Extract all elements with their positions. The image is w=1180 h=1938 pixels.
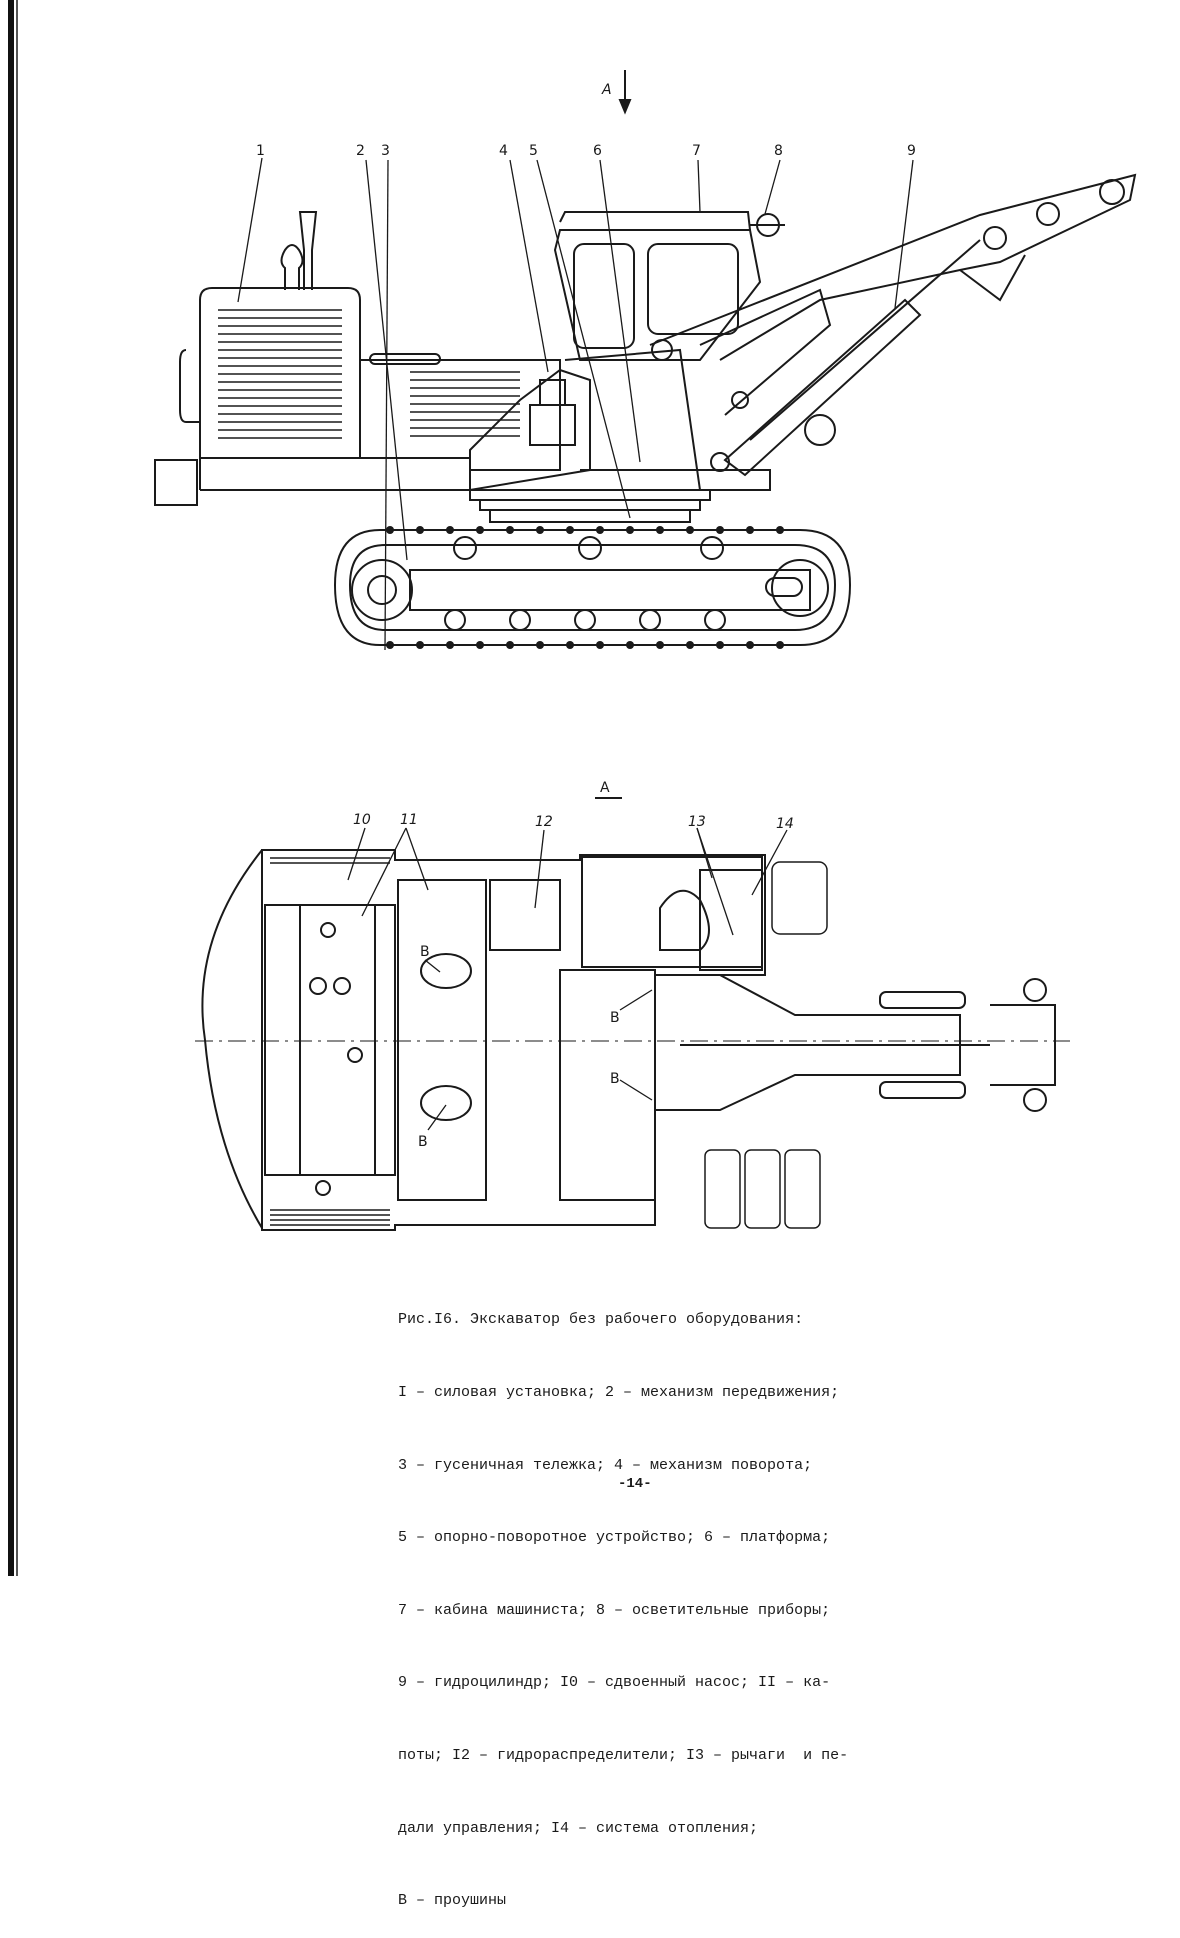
caption-line: дали управления; I4 – система отопления; (398, 1819, 759, 1837)
eyelet-label: В (420, 944, 430, 960)
eyelet-label: В (610, 1010, 620, 1026)
eyelet-label: В (418, 1134, 428, 1150)
callout-10: 10 (353, 812, 371, 828)
view-arrow-a (618, 70, 632, 115)
caption-line: поты; I2 – гидрораспределители; I3 – рыч… (398, 1747, 849, 1765)
callout-9: 9 (907, 143, 916, 159)
caption-line: Рис.I6. Экскаватор без рабочего оборудов… (398, 1311, 804, 1329)
plan-view-drawing (195, 797, 1070, 1231)
eyelet-label: В (610, 1071, 620, 1087)
callout-14: 14 (776, 816, 794, 832)
figure-caption: Рис.I6. Экскаватор без рабочего оборудов… (398, 1260, 918, 1938)
callout-6: 6 (593, 143, 602, 159)
callout-5: 5 (529, 143, 538, 159)
callout-3: 3 (381, 143, 390, 159)
caption-line: I – силовая установка; 2 – механизм пере… (398, 1384, 840, 1402)
side-view-drawing (154, 157, 1137, 651)
technical-drawing: А А 1 2 3 4 5 6 7 8 9 10 11 12 13 14 В В… (154, 70, 1137, 1231)
callout-8: 8 (774, 143, 783, 159)
caption-line: 3 – гусеничная тележка; 4 – механизм пов… (398, 1456, 813, 1474)
caption-line: В – проушины (398, 1892, 507, 1910)
caption-line: 9 – гидроцилиндр; I0 – сдвоенный насос; … (398, 1674, 831, 1692)
view-arrow-label: А (601, 82, 612, 98)
caption-line: 5 – опорно-поворотное устройство; 6 – пл… (398, 1529, 831, 1547)
callout-13: 13 (688, 814, 706, 830)
callout-1: 1 (256, 143, 265, 159)
callout-12: 12 (535, 814, 553, 830)
callout-2: 2 (356, 143, 365, 159)
section-label: А (600, 780, 610, 796)
page-number: -14- (618, 1476, 652, 1492)
page-spine-edge (8, 0, 18, 1576)
callout-4: 4 (499, 143, 508, 159)
caption-line: 7 – кабина машиниста; 8 – осветительные … (398, 1601, 831, 1619)
callout-7: 7 (692, 143, 701, 159)
callout-11: 11 (400, 812, 418, 828)
